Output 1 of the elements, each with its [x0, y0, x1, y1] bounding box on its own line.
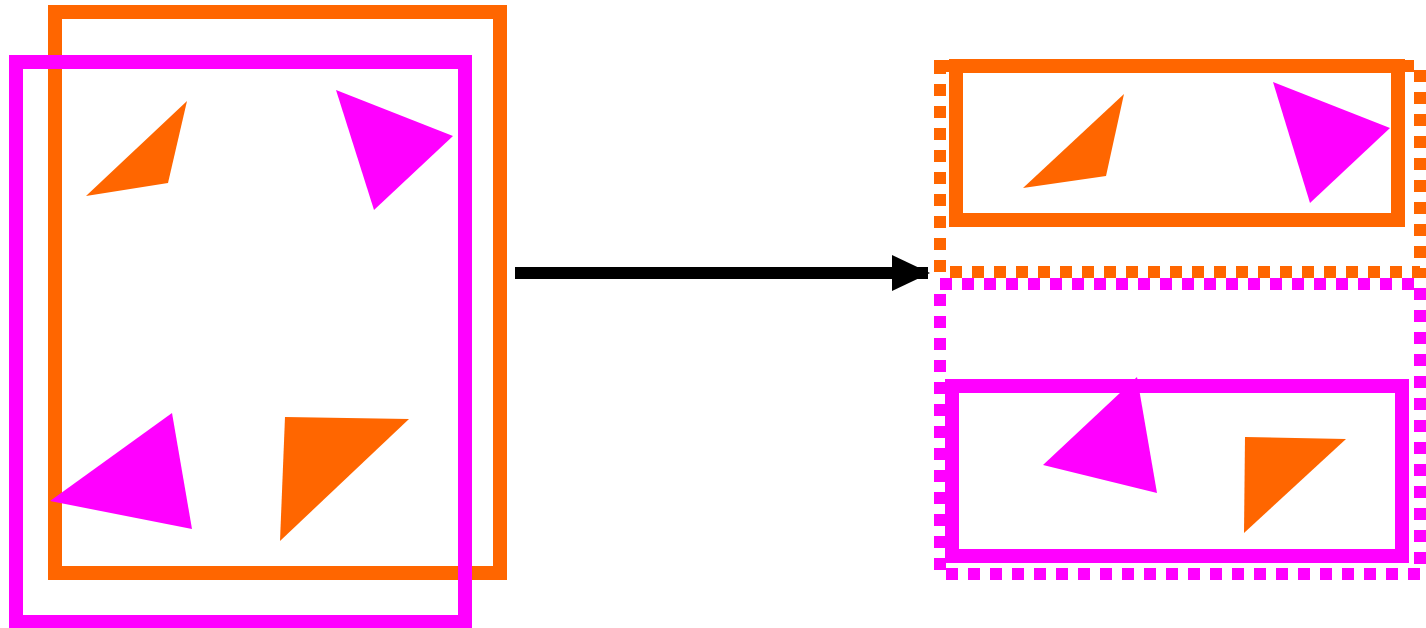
- arrow: [515, 255, 930, 291]
